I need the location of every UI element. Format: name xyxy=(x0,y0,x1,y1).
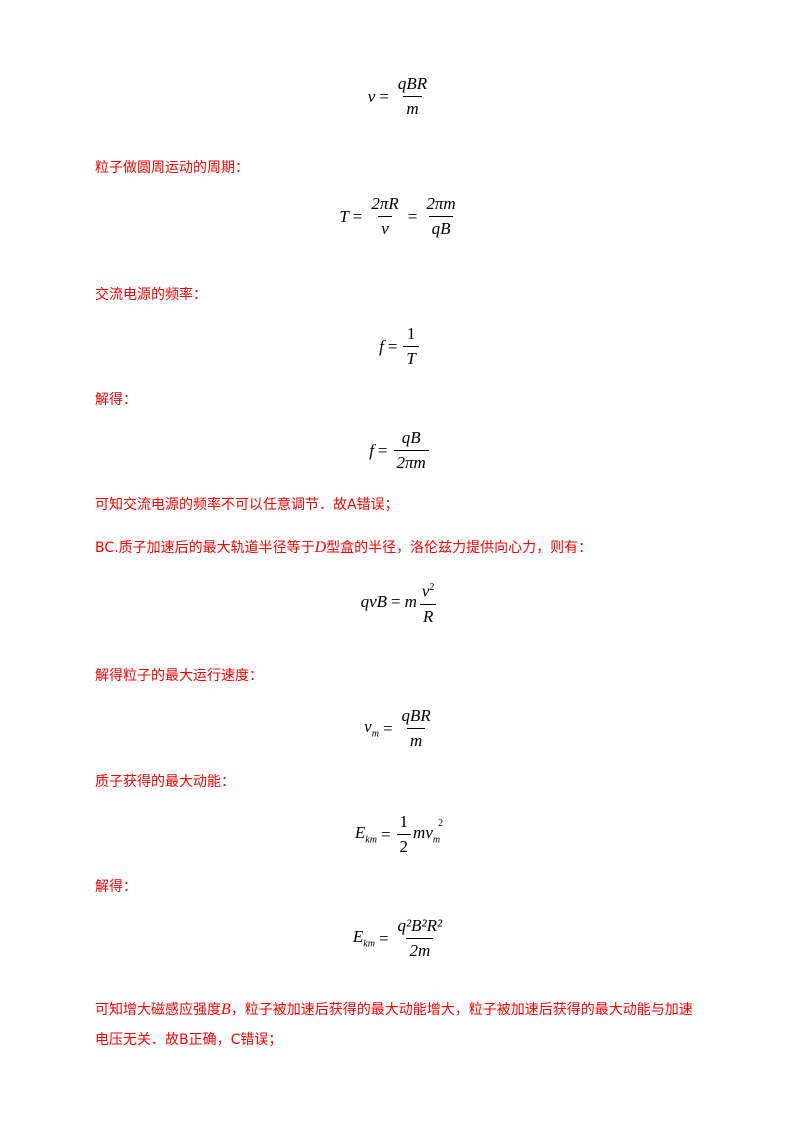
text-segment: 型盒的半径，洛伦兹力提供向心力，则有： xyxy=(326,540,593,556)
equation-frequency-result: f = qB 2πm xyxy=(0,428,800,473)
equals-sign: = xyxy=(377,440,388,460)
text-conclusion-b-line1: 可知增大磁感应强度B，粒子被加速后获得的最大动能增大，粒子被加速后获得的最大动能… xyxy=(95,1000,693,1020)
equation-max-energy-result: Ekm = q²B²R² 2m xyxy=(0,916,800,961)
equation-period: T = 2πR v = 2πm qB xyxy=(0,194,800,239)
text-conclusion-b-line2: 电压无关．故B正确，C错误； xyxy=(95,1032,283,1048)
fraction-numerator: 1 xyxy=(399,812,409,831)
equals-sign: = xyxy=(382,718,393,738)
text-segment: ，粒子被加速后获得的最大动能增大，粒子被加速后获得的最大动能与加速 xyxy=(230,1002,693,1018)
subscript: km xyxy=(365,834,377,846)
fraction-denominator: 2 xyxy=(396,834,412,857)
equation-frequency: f = 1 T xyxy=(0,324,800,369)
text-solve-1: 解得： xyxy=(95,392,137,408)
text-bc-intro: BC.质子加速后的最大轨道半径等于D型盒的半径，洛伦兹力提供向心力，则有： xyxy=(95,538,592,558)
eq-lhs: v xyxy=(367,86,376,106)
eq-lhs: Ekm xyxy=(353,927,375,949)
text-frequency-intro: 交流电源的频率： xyxy=(95,287,207,303)
fraction-numerator: q²B²R² xyxy=(397,916,443,935)
subscript: km xyxy=(363,938,375,950)
text-period-intro: 粒子做圆周运动的周期： xyxy=(95,160,249,176)
exponent: 2 xyxy=(429,582,435,593)
eq-lhs: f xyxy=(369,440,374,460)
fraction: qB 2πm xyxy=(393,428,429,473)
fraction-denominator: m xyxy=(407,728,426,751)
equation-lorentz-force: qvB = m v2 R xyxy=(0,578,800,627)
fraction-numerator: qB xyxy=(401,428,421,447)
fraction-denominator: qB xyxy=(428,216,454,239)
text-conclusion-a: 可知交流电源的频率不可以任意调节．故A错误； xyxy=(95,497,399,513)
equals-sign: = xyxy=(379,86,389,106)
subscript: m xyxy=(371,728,379,740)
fraction-numerator: 2πm xyxy=(426,194,456,213)
numerator-base: v xyxy=(421,581,430,601)
exponent: 2 xyxy=(438,817,444,829)
text-max-speed-intro: 解得粒子的最大运行速度： xyxy=(95,668,263,684)
fraction: qBR m xyxy=(399,706,434,751)
fraction: 1 2 xyxy=(396,812,412,857)
fraction: v2 R xyxy=(419,578,438,627)
fraction-numerator: qBR xyxy=(401,706,431,725)
fraction-denominator: m xyxy=(403,96,422,119)
equals-sign: = xyxy=(407,206,418,226)
subscript: m xyxy=(432,834,441,846)
lhs-base: E xyxy=(354,823,366,843)
fraction-numerator: 1 xyxy=(406,324,416,343)
text-segment: 可知增大磁感应强度 xyxy=(95,1002,221,1018)
text-max-energy-intro: 质子获得的最大动能： xyxy=(95,774,235,790)
fraction: qBR m xyxy=(395,74,430,119)
lhs-base: v xyxy=(364,717,372,737)
rhs-base: mv xyxy=(413,823,433,843)
eq-rhs: mvm 2 xyxy=(413,818,445,846)
fraction: 1 T xyxy=(403,324,419,369)
fraction-numerator: v2 xyxy=(419,578,438,604)
fraction-denominator: 2m xyxy=(406,938,434,961)
fraction-denominator: v xyxy=(378,216,392,239)
fraction: 2πm qB xyxy=(423,194,458,239)
eq-coefficient: m xyxy=(404,592,417,612)
lhs-base: E xyxy=(352,927,364,947)
equals-sign: = xyxy=(391,592,401,612)
fraction-denominator: T xyxy=(403,346,419,369)
fraction-denominator: 2πm xyxy=(393,450,429,473)
equals-sign: = xyxy=(380,824,391,844)
variable-d: D xyxy=(314,539,327,556)
equation-speed: v = qBR m xyxy=(0,74,800,119)
equation-max-speed: vm = qBR m xyxy=(0,706,800,751)
fraction-denominator: R xyxy=(419,603,437,627)
text-solve-2: 解得： xyxy=(95,879,137,895)
fraction-numerator: 2πR xyxy=(371,194,399,213)
eq-lhs: T xyxy=(339,206,349,226)
eq-lhs: Ekm xyxy=(355,823,377,845)
eq-lhs: qvB xyxy=(360,592,387,612)
equation-max-energy: Ekm = 1 2 mvm 2 xyxy=(0,812,800,857)
equals-sign: = xyxy=(387,336,398,356)
variable-b: B xyxy=(221,1001,231,1018)
equals-sign: = xyxy=(378,928,389,948)
fraction: q²B²R² 2m xyxy=(395,916,446,961)
eq-lhs: vm xyxy=(364,717,379,739)
fraction: 2πR v xyxy=(368,194,401,239)
eq-lhs: f xyxy=(379,336,384,356)
equals-sign: = xyxy=(352,206,363,226)
fraction-numerator: qBR xyxy=(397,74,428,93)
text-segment: BC.质子加速后的最大轨道半径等于 xyxy=(95,540,315,556)
